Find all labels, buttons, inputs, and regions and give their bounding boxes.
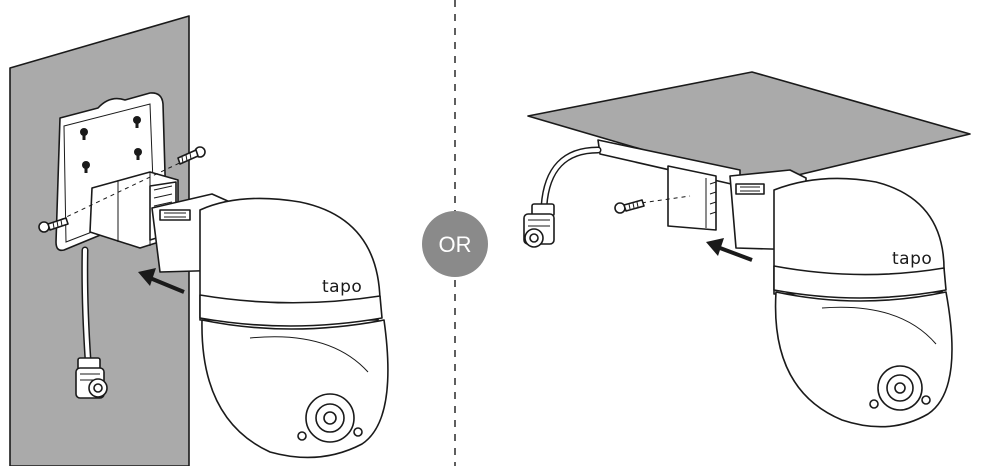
- ceiling-mount-option: tapo: [523, 71, 971, 428]
- camera-icon: tapo: [199, 197, 389, 459]
- screw-icon: [38, 217, 69, 233]
- camera-icon: tapo: [773, 177, 953, 428]
- option-divider: OR: [422, 0, 488, 466]
- wall-mount-option: tapo: [9, 15, 389, 466]
- brand-logo: tapo: [322, 277, 362, 297]
- arrow-icon: [138, 268, 185, 294]
- screw-icon: [177, 146, 206, 165]
- cable-connector-icon: [75, 357, 108, 399]
- keyhole-slots: [80, 116, 142, 173]
- ceiling-surface: [527, 71, 971, 185]
- or-label: OR: [439, 232, 472, 257]
- cable-connector-icon: [523, 203, 555, 248]
- arrow-icon: [706, 238, 753, 262]
- screw-icon: [614, 199, 645, 214]
- brand-logo: tapo: [892, 249, 932, 269]
- or-badge: [422, 211, 488, 277]
